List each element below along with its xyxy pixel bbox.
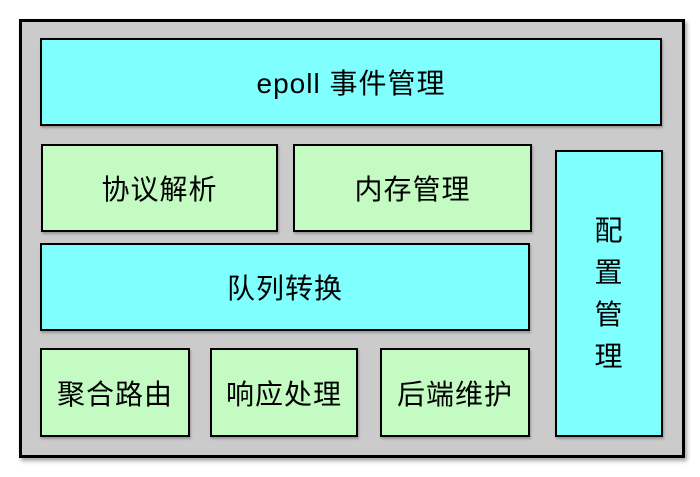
block-aggregate-routing: 聚合路由 (40, 348, 190, 437)
block-label: 队列转换 (226, 273, 343, 304)
block-label-char: 管 (594, 298, 624, 330)
block-label-char: 置 (594, 256, 624, 288)
block-protocol-parsing: 协议解析 (41, 144, 278, 232)
block-label: 响应处理 (225, 378, 342, 410)
block-label: 聚合路由 (56, 378, 173, 410)
block-label: 协议解析 (101, 174, 218, 205)
block-queue-conversion: 队列转换 (40, 243, 530, 331)
block-label: 内存管理 (354, 174, 471, 205)
block-label: 后端维护 (396, 378, 513, 410)
block-config-management: 配 置 管 理 (555, 150, 663, 437)
block-backend-maintenance: 后端维护 (380, 348, 530, 437)
diagram-panel: epoll 事件管理 协议解析 内存管理 配 置 管 理 队列转换 聚合路由 响… (19, 19, 685, 458)
block-epoll-event-management: epoll 事件管理 (40, 38, 662, 126)
block-label: epoll 事件管理 (256, 68, 446, 99)
block-label-char: 配 (594, 214, 624, 246)
block-response-handling: 响应处理 (210, 348, 358, 437)
block-memory-management: 内存管理 (293, 144, 532, 232)
block-label-char: 理 (594, 340, 624, 372)
